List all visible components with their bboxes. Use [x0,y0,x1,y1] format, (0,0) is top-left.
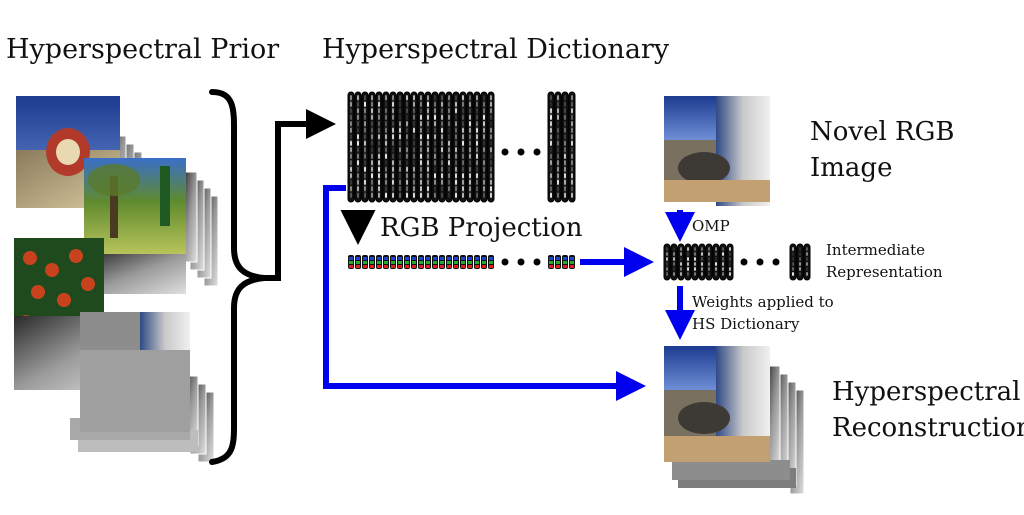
intermediate-label-line2: Representation [826,263,943,281]
intermediate-atom [803,243,811,281]
omp-label: OMP [692,217,730,235]
dictionary-atom [396,91,404,203]
dictionary-atoms [347,91,576,203]
projected-atom [411,255,417,269]
curly-brace-icon [209,89,265,465]
projected-atom [355,255,361,269]
dictionary-atom [382,91,390,203]
intermediate-atoms [663,243,811,281]
dictionary-atom [424,91,432,203]
intermediate-atom [684,243,692,281]
projected-atom [569,255,575,269]
projected-atom [467,255,473,269]
intermediate-atom [712,243,720,281]
rgb-projection-label: RGB Projection [380,213,583,243]
projected-atom [362,255,368,269]
dictionary-atom [438,91,446,203]
projected-atom [453,255,459,269]
weights-label-line1: Weights applied to [692,293,834,311]
projected-atom [404,255,410,269]
dictionary-atom [431,91,439,203]
dictionary-atom [554,91,562,203]
projected-atom [562,255,568,269]
intermediate-atom [719,243,727,281]
arrow-prior-to-dictionary [264,109,336,281]
dictionary-atom [466,91,474,203]
novel-rgb-label-line1: Novel RGB [810,117,955,147]
dictionary-atom [403,91,411,203]
dictionary-atom [568,91,576,203]
dictionary-atom [375,91,383,203]
prior-stack-park [84,158,219,294]
dictionary-atom [487,91,495,203]
projected-atom [425,255,431,269]
reconstruction-label-line2: Reconstruction [832,413,1024,443]
projected-atom [376,255,382,269]
intermediate-atom [698,243,706,281]
reconstruction-stack [664,346,805,495]
dictionary-atom [473,91,481,203]
novel-rgb-image [664,96,770,206]
dictionary-atom [368,91,376,203]
dictionary-atom [459,91,467,203]
dictionary-atom [354,91,362,203]
dictionary-ellipsis-icon [501,148,541,156]
dictionary-atom [561,91,569,203]
projected-atom [418,255,424,269]
projected-atom [348,255,354,269]
projected-atom [460,255,466,269]
prior-stack-courtyard [14,312,215,463]
intermediate-atom [705,243,713,281]
projected-atom [383,255,389,269]
intermediate-atom [726,243,734,281]
dictionary-atom [410,91,418,203]
prior-label: Hyperspectral Prior [6,34,280,65]
projected-atom [555,255,561,269]
intermediate-atom [789,243,797,281]
projection-ellipsis-icon [501,258,541,266]
projected-atom [432,255,438,269]
dictionary-atom [452,91,460,203]
weights-label-line2: HS Dictionary [692,315,800,333]
intermediate-atom [670,243,678,281]
reconstruction-label-line1: Hyperspectral [832,377,1021,407]
dictionary-atom [445,91,453,203]
intermediate-atom [796,243,804,281]
projected-atom [390,255,396,269]
projected-atom [369,255,375,269]
intermediate-atom [663,243,671,281]
dictionary-atom [361,91,369,203]
dictionary-label: Hyperspectral Dictionary [322,34,670,65]
dictionary-atom [417,91,425,203]
dictionary-atom [547,91,555,203]
dictionary-atom [480,91,488,203]
intermediate-atom [691,243,699,281]
intermediate-label-line1: Intermediate [826,241,926,259]
projected-atoms-row [348,255,575,269]
projected-atom [548,255,554,269]
novel-rgb-label-line2: Image [810,153,893,183]
projected-atom [446,255,452,269]
projected-atom [474,255,480,269]
projected-atom [397,255,403,269]
dictionary-atom [389,91,397,203]
prior-image-stacks [14,96,219,463]
intermediate-atom [677,243,685,281]
projected-atom [488,255,494,269]
arrow-dictionary-to-reconstruction [323,185,646,401]
projected-atom [481,255,487,269]
dictionary-atom [347,91,355,203]
projected-atom [439,255,445,269]
intermediate-ellipsis-icon [740,258,780,266]
